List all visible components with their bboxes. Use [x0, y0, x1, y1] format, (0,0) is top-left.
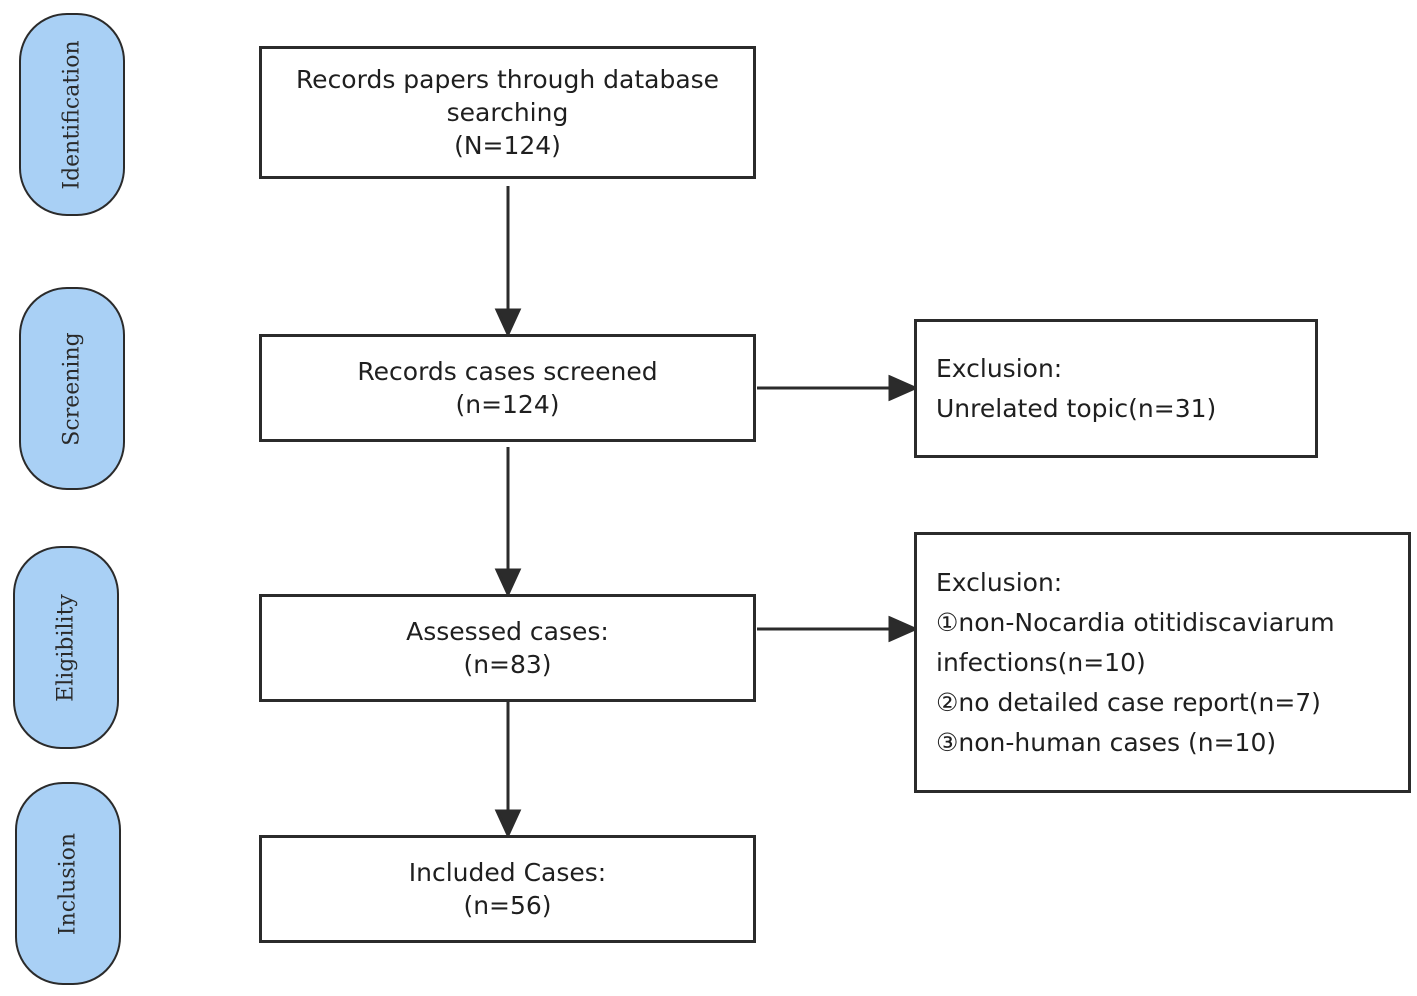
box-assessed-cases-line1: Assessed cases: [406, 617, 609, 646]
box-records-screened-line1: Records cases screened [357, 357, 658, 386]
box-assessed-cases-count: (n=83) [463, 650, 552, 679]
exclusion-eligibility-item: ②no detailed case report(n=7) [936, 687, 1321, 717]
box-records-screened-count: (n=124) [455, 390, 560, 419]
stage-identification: Identification [19, 13, 125, 216]
arrowhead-assessed-to-included [494, 809, 522, 839]
stage-screening: Screening [19, 287, 125, 490]
exclusion-screening-item: Unrelated topic(n=31) [936, 393, 1217, 423]
arrowhead-assessed-to-exclusion [888, 615, 919, 643]
arrowhead-screened-to-assessed [494, 568, 522, 598]
box-records-identified-count: (N=124) [454, 131, 561, 160]
box-exclusion-eligibility: Exclusion: ①non-Nocardia otitidiscaviaru… [914, 532, 1411, 793]
exclusion-eligibility-item: infections(n=10) [936, 647, 1146, 677]
box-records-identified-line2: searching [446, 98, 569, 127]
box-records-identified-line1: Records papers through database [295, 65, 720, 94]
exclusion-eligibility-item: ③non-human cases (n=10) [936, 727, 1277, 757]
box-records-identified: Records papers through database searchin… [259, 46, 756, 179]
exclusion-screening-title: Exclusion: [936, 353, 1063, 383]
box-included-cases-count: (n=56) [463, 891, 552, 920]
exclusion-eligibility-title: Exclusion: [936, 567, 1063, 597]
box-included-cases-line1: Included Cases: [408, 858, 607, 887]
stage-inclusion: Inclusion [15, 782, 121, 985]
box-exclusion-screening: Exclusion: Unrelated topic(n=31) [914, 319, 1318, 458]
arrowhead-screened-to-exclusion [888, 374, 919, 402]
stage-eligibility: Eligibility [13, 546, 119, 749]
box-assessed-cases: Assessed cases: (n=83) [259, 594, 756, 702]
box-records-screened: Records cases screened (n=124) [259, 334, 756, 442]
arrowhead-identified-to-screened [494, 308, 522, 338]
box-included-cases: Included Cases: (n=56) [259, 835, 756, 943]
exclusion-eligibility-item: ①non-Nocardia otitidiscaviarum [936, 607, 1335, 637]
